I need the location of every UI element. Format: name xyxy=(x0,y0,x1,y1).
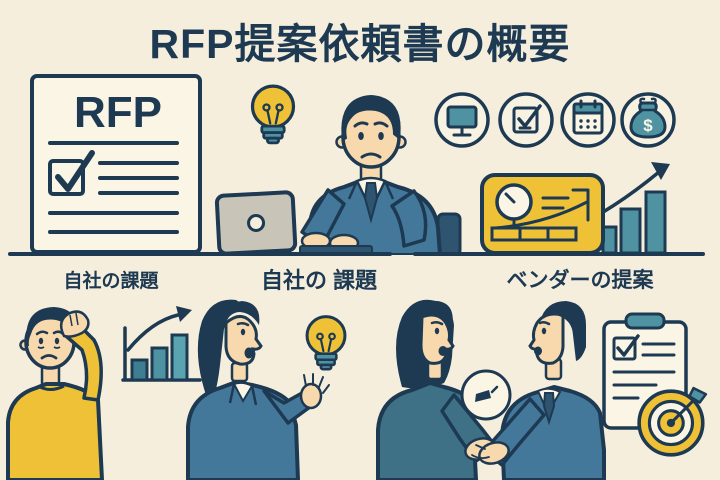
worried-face xyxy=(335,94,407,169)
necktie xyxy=(542,392,556,426)
growth-chart xyxy=(121,306,202,382)
rfp-document: RFP xyxy=(30,74,202,254)
trend-arrow-icon xyxy=(126,306,192,352)
rfp-heading: RFP xyxy=(74,88,162,137)
dart-flight xyxy=(688,386,708,404)
calendar-icon xyxy=(560,92,616,148)
open-hand xyxy=(299,373,330,410)
hand-on-forehead xyxy=(59,310,90,338)
monitor-icon xyxy=(434,92,490,148)
lightbulb-icon xyxy=(250,84,296,145)
handshake-scene xyxy=(376,299,606,480)
target-icon xyxy=(637,386,708,457)
client-person xyxy=(482,301,606,480)
desk-line-right xyxy=(413,252,705,256)
growth-bars xyxy=(601,190,667,255)
clasped-hands xyxy=(464,437,510,465)
section-label-vendor-proposal: ベンダーの提案 xyxy=(506,269,654,292)
money-bag-icon: $ xyxy=(620,92,676,148)
page-title: RFP提案依頼書の概要 xyxy=(149,21,571,67)
laptop xyxy=(214,190,298,255)
svg-text:$: $ xyxy=(643,116,653,135)
presentation-board xyxy=(480,173,605,255)
checklist-icon xyxy=(498,92,554,148)
section-label-company-issues-1: 自社の課題 xyxy=(63,271,159,292)
businessman-at-laptop xyxy=(214,94,462,255)
checkbox-icon xyxy=(612,334,640,361)
checkbox-icon xyxy=(48,150,95,196)
agreement-icon xyxy=(460,369,512,421)
confused-person xyxy=(6,307,104,480)
necktie xyxy=(363,182,379,224)
lightbulb-icon-bottom xyxy=(305,315,347,371)
talking-woman xyxy=(186,299,330,480)
section-label-company-issues-2: 自社の 課題 xyxy=(260,268,378,293)
vendor-proposal-chart xyxy=(480,162,670,255)
open-mouth xyxy=(244,347,254,359)
vendor-person xyxy=(376,299,498,480)
desk-line-left xyxy=(8,252,392,256)
